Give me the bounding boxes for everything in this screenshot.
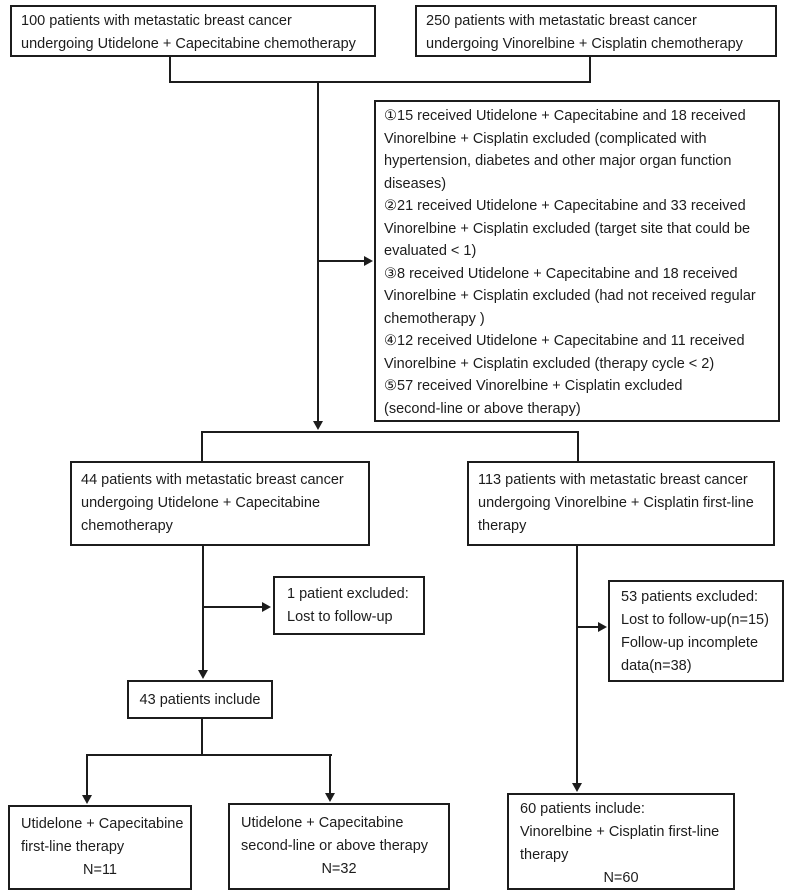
- connector-to-exclusion: [317, 260, 365, 262]
- connector-vc-cohort-stem: [576, 546, 578, 784]
- arrow-down-to-first-line: [82, 795, 92, 804]
- connector-to-lost-followup: [202, 606, 263, 608]
- box-uc-included-43-text: 43 patients include: [139, 691, 261, 708]
- connector-drop-first-line: [86, 754, 88, 796]
- box-vc-excluded-53: 53 patients excluded: Lost to follow-up(…: [608, 580, 784, 682]
- connector-merge-line: [169, 81, 591, 83]
- connector-uc-enrolled-drop: [169, 57, 171, 83]
- box-vc-included-n: N=60: [603, 870, 639, 886]
- box-uc-second-line-n: N=32: [321, 861, 357, 877]
- box-vc-included-text: 60 patients include: Vinorelbine + Cispl…: [520, 801, 720, 863]
- connector-uc-cohort-stem: [202, 546, 204, 671]
- box-uc-enrolled: 100 patients with metastatic breast canc…: [10, 5, 376, 57]
- box-uc-first-line-text: Utidelone + Capecitabine first-line ther…: [21, 816, 184, 855]
- box-uc-cohort-44-text: 44 patients with metastatic breast cance…: [81, 472, 344, 534]
- box-uc-enrolled-text: 100 patients with metastatic breast canc…: [21, 13, 356, 52]
- box-uc-second-line-n32: Utidelone + Capecitabine second-line or …: [228, 803, 450, 890]
- box-uc-lost-followup-text: 1 patient excluded: Lost to follow-up: [287, 586, 409, 625]
- connector-split-line: [201, 431, 579, 433]
- arrow-down-to-60: [572, 783, 582, 792]
- arrow-down-to-43: [198, 670, 208, 679]
- connector-43-drop: [201, 719, 203, 756]
- connector-drop-second-line: [329, 754, 331, 794]
- box-uc-first-line-n: N=11: [83, 862, 117, 878]
- connector-drop-uc-cohort: [201, 431, 203, 461]
- box-uc-cohort-44: 44 patients with metastatic breast cance…: [70, 461, 370, 546]
- arrow-right-to-vc-excluded: [598, 622, 607, 632]
- connector-vc-enrolled-drop: [589, 57, 591, 83]
- connector-to-vc-excluded: [576, 626, 600, 628]
- arrow-down-to-split: [313, 421, 323, 430]
- box-vc-excluded-53-text: 53 patients excluded: Lost to follow-up(…: [621, 589, 769, 674]
- box-vc-included-n60: 60 patients include: Vinorelbine + Cispl…: [507, 793, 735, 890]
- box-uc-first-line-n11: Utidelone + Capecitabine first-line ther…: [8, 805, 192, 890]
- arrow-right-to-lost-followup: [262, 602, 271, 612]
- box-uc-included-43: 43 patients include: [127, 680, 273, 719]
- arrow-down-to-second-line: [325, 793, 335, 802]
- box-uc-lost-followup: 1 patient excluded: Lost to follow-up: [273, 576, 425, 635]
- box-vc-enrolled: 250 patients with metastatic breast canc…: [415, 5, 777, 57]
- connector-bottom-split-line: [86, 754, 332, 756]
- arrow-right-to-exclusion: [364, 256, 373, 266]
- box-vc-enrolled-text: 250 patients with metastatic breast canc…: [426, 13, 743, 52]
- box-exclusion-criteria: ①15 received Utidelone + Capecitabine an…: [374, 100, 780, 422]
- box-vc-cohort-113-text: 113 patients with metastatic breast canc…: [478, 472, 754, 534]
- connector-main-stem: [317, 81, 319, 421]
- connector-drop-vc-cohort: [577, 431, 579, 461]
- box-exclusion-criteria-text: ①15 received Utidelone + Capecitabine an…: [384, 108, 756, 417]
- box-uc-second-line-text: Utidelone + Capecitabine second-line or …: [241, 815, 429, 854]
- box-vc-cohort-113: 113 patients with metastatic breast canc…: [467, 461, 775, 546]
